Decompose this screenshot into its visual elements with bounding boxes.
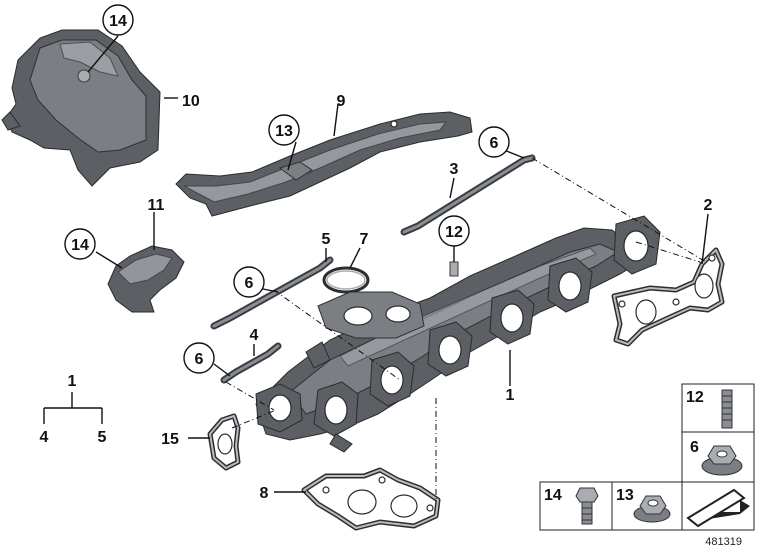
callout-14-left: 14 <box>64 228 96 260</box>
heat-shield-10 <box>1 29 161 187</box>
label-1: 1 <box>506 387 515 404</box>
gasket-2 <box>611 247 725 347</box>
callout-6-top: 6 <box>478 126 510 158</box>
label-3: 3 <box>450 161 459 178</box>
leader-lines <box>43 35 709 493</box>
label-10: 10 <box>182 93 200 110</box>
gasket-8 <box>301 467 441 531</box>
legend-label-14: 14 <box>544 487 562 504</box>
callout-13: 13 <box>268 114 300 146</box>
stud-icon <box>721 389 733 429</box>
callout-6-low: 6 <box>183 342 215 374</box>
svg-text:14: 14 <box>71 237 89 254</box>
callout-14-top: 14 <box>102 4 134 36</box>
svg-text:13: 13 <box>275 123 293 140</box>
legend-label-6: 6 <box>690 439 699 456</box>
bracket-4 <box>220 342 282 384</box>
tree-left-label: 4 <box>40 429 49 446</box>
svg-text:14: 14 <box>109 13 127 30</box>
flange-nut-icon <box>701 445 743 476</box>
label-11: 11 <box>148 197 165 214</box>
legend-label-12: 12 <box>686 389 704 406</box>
label-5-top: 5 <box>322 231 331 248</box>
label-15: 15 <box>161 431 179 448</box>
label-7: 7 <box>360 231 369 248</box>
label-9: 9 <box>337 93 346 110</box>
bracket-3 <box>400 154 536 236</box>
svg-text:12: 12 <box>445 224 463 241</box>
label-4-top: 4 <box>250 327 259 344</box>
callout-6-mid: 6 <box>233 266 265 298</box>
svg-text:6: 6 <box>490 135 499 152</box>
tree-root-label: 1 <box>68 373 77 390</box>
label-8: 8 <box>260 485 269 502</box>
reference-number: 481319 <box>705 536 742 548</box>
heat-shield-9 <box>175 111 473 217</box>
label-2: 2 <box>704 197 713 214</box>
bracket-5 <box>210 256 334 330</box>
heat-shield-11 <box>107 245 185 313</box>
parts-legend-box: 12 6 14 13 <box>539 383 755 531</box>
svg-text:6: 6 <box>245 275 254 292</box>
nut-icon <box>633 495 671 523</box>
callout-12: 12 <box>438 215 470 247</box>
svg-text:6: 6 <box>195 351 204 368</box>
arrow-icon <box>686 488 750 528</box>
exhaust-manifold-1 <box>255 215 661 453</box>
tree-right-label: 5 <box>98 429 107 446</box>
bolt-icon <box>575 487 599 525</box>
ring-gasket-7 <box>322 266 370 294</box>
gasket-15 <box>207 413 241 471</box>
assembly-lines <box>225 157 707 500</box>
legend-label-13: 13 <box>616 487 634 504</box>
